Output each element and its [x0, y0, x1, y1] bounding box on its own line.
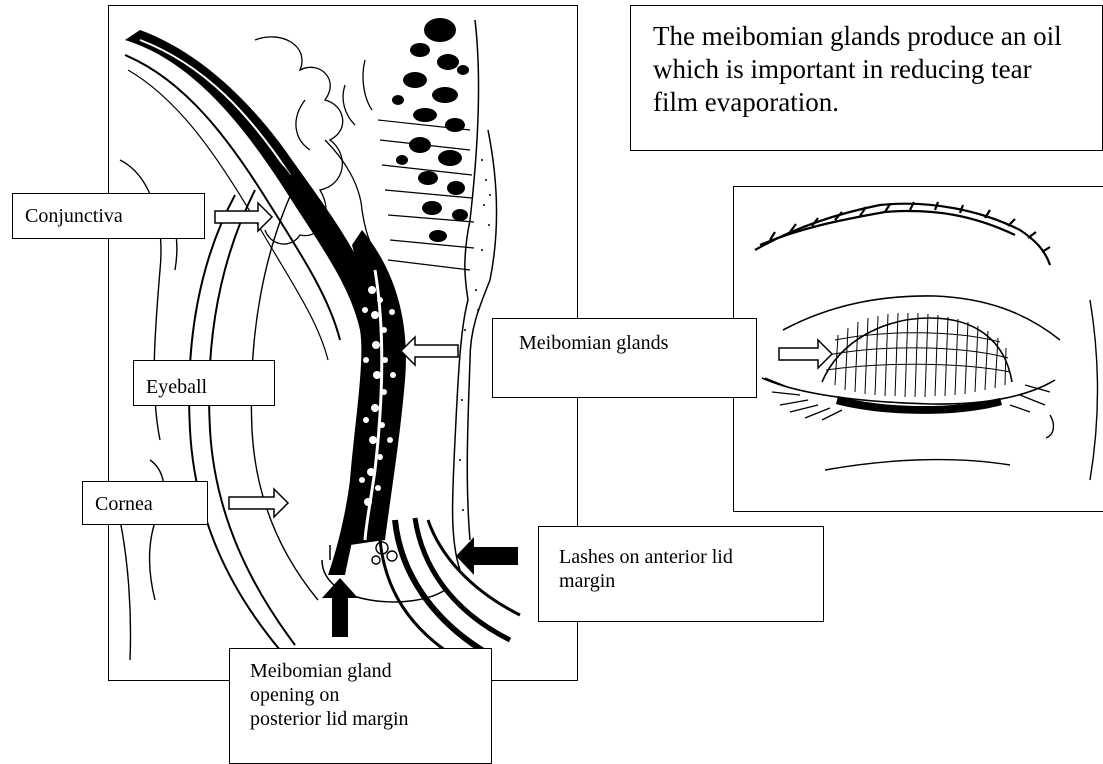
label-eyeball: Eyeball [133, 360, 275, 406]
label-conjunctiva: Conjunctiva [12, 193, 205, 239]
lashes-arrow-icon [456, 537, 518, 575]
orbicularis-muscle [392, 18, 469, 242]
label-conjunctiva-text: Conjunctiva [25, 205, 123, 227]
meibomian-arrow-left-icon [401, 337, 458, 365]
eyebrow [755, 202, 1050, 265]
face-contours [825, 300, 1098, 480]
eyelashes [380, 518, 520, 660]
gland-opening-arrow-icon [322, 578, 358, 637]
label-cornea: Cornea [82, 481, 208, 525]
closed-eyelid [762, 318, 1055, 404]
label-cornea-text: Cornea [95, 493, 153, 515]
caption-box: The meibomian glands produce an oil whic… [630, 5, 1103, 151]
label-lashes: Lashes on anterior lid margin [538, 526, 824, 622]
caption-text: The meibomian glands produce an oil whic… [653, 21, 1062, 117]
meibomian-gland-pattern [826, 313, 1010, 397]
label-gland-opening: Meibomian gland opening on posterior lid… [229, 648, 492, 764]
skin-surface [453, 20, 497, 570]
cornea-arrow-icon [229, 489, 288, 517]
eyelash-line [765, 378, 1050, 420]
label-meibomian-glands: Meibomian glands [492, 318, 757, 398]
label-meibomian-glands-text: Meibomian glands [519, 332, 668, 354]
label-lashes-text: Lashes on anterior lid margin [559, 546, 733, 592]
closeup-gland-arrow-icon [779, 340, 832, 368]
cornea-curves [189, 175, 318, 650]
label-eyeball-text: Eyeball [146, 376, 207, 398]
conjunctiva-arrow-icon [215, 203, 272, 231]
label-gland-opening-text: Meibomian gland opening on posterior lid… [250, 660, 409, 730]
